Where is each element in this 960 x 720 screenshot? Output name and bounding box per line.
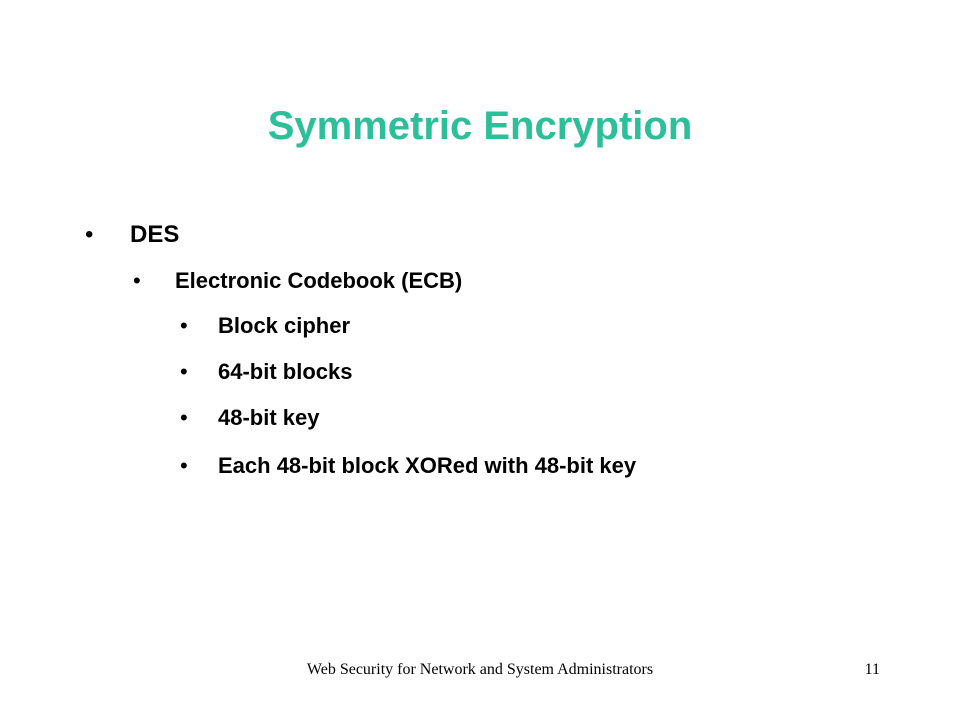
bullet-item: • 48-bit key	[180, 404, 320, 432]
bullet-icon: •	[133, 268, 141, 293]
slide-footer: Web Security for Network and System Admi…	[306, 661, 654, 678]
bullet-item: • Electronic Codebook (ECB)	[133, 267, 463, 295]
bullet-item: • 64-bit blocks	[180, 358, 353, 386]
bullet-list: • DES • Electronic Codebook (ECB) • Bloc…	[85, 220, 637, 480]
bullet-text: Block cipher	[218, 313, 351, 338]
bullet-text: 64-bit blocks	[218, 359, 353, 384]
bullet-text: 48-bit key	[218, 405, 320, 430]
bullet-icon: •	[180, 313, 188, 338]
bullet-text: DES	[130, 221, 180, 248]
bullet-item: • DES	[85, 220, 180, 250]
bullet-icon: •	[180, 453, 188, 478]
bullet-icon: •	[180, 405, 188, 430]
slide-title: Symmetric Encryption	[267, 104, 693, 148]
bullet-icon: •	[85, 221, 94, 248]
bullet-item: • Block cipher	[180, 312, 351, 340]
page-number: 11	[864, 661, 880, 678]
bullet-text: Each 48-bit block XORed with 48-bit key	[218, 453, 637, 478]
bullet-icon: •	[180, 359, 188, 384]
bullet-item: • Each 48-bit block XORed with 48-bit ke…	[180, 452, 637, 480]
bullet-text: Electronic Codebook (ECB)	[175, 268, 463, 293]
